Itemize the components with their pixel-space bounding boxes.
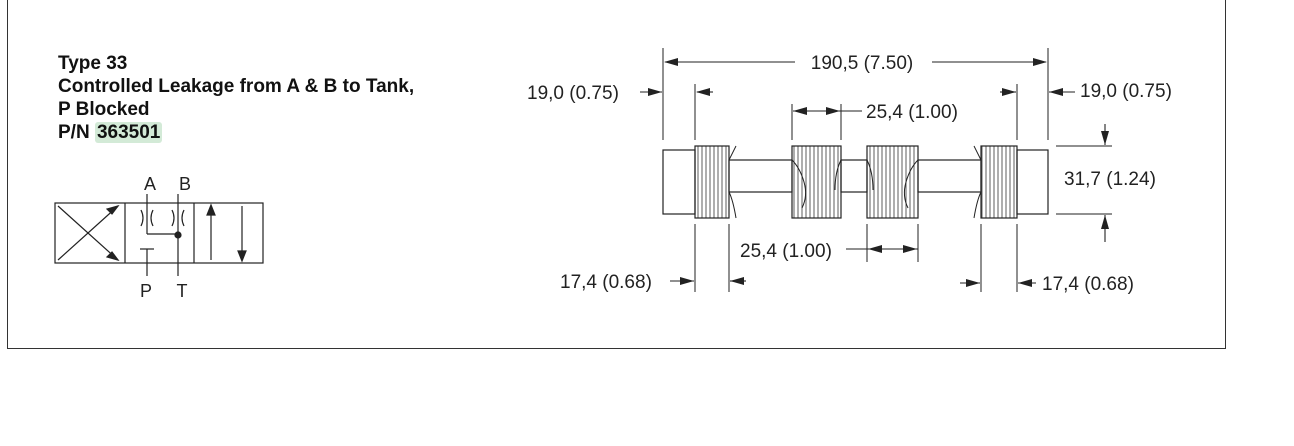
- dim-land-bottom-arrow-right: [903, 245, 917, 253]
- orifice-b-left: [171, 209, 175, 227]
- parallel-flow-arrowhead-down: [237, 250, 247, 263]
- part-number-value: 363501: [94, 122, 163, 143]
- dim-land-bottom-arrow-left: [868, 245, 882, 253]
- dim-end-left-arrow-a: [648, 88, 662, 96]
- junction-dot: [174, 231, 182, 239]
- spool-land-2: [791, 145, 842, 219]
- spool-type-label: Type 33: [58, 53, 128, 74]
- dim-groove-left-arrow-a: [680, 277, 694, 285]
- extension-lines: [662, 48, 1112, 292]
- dim-diameter: 31,7 (1.24): [1064, 169, 1156, 190]
- orifice-a-left: [140, 209, 144, 227]
- dim-overall-length: 190,5 (7.50): [811, 53, 913, 74]
- part-number-prefix: P/N: [58, 122, 90, 143]
- cross-flow-arrowhead-2: [105, 251, 120, 262]
- port-t-label: T: [177, 281, 188, 301]
- spool-neck-1: [728, 159, 793, 193]
- spool-title-block: Type 33 Controlled Leakage from A & B to…: [58, 52, 414, 144]
- dim-end-left-arrow-b: [696, 88, 710, 96]
- spool-neck-2: [840, 159, 868, 193]
- groove-fillets: [728, 145, 982, 219]
- spool-neck-3: [917, 159, 982, 193]
- port-b-label: B: [179, 174, 191, 194]
- part-number: P/N 363501: [58, 121, 414, 144]
- center-envelope: [140, 203, 185, 263]
- spool-end-left: [662, 149, 696, 215]
- dim-diameter-arrow-bottom: [1101, 215, 1109, 229]
- spool-land-4: [980, 145, 1018, 219]
- fillet-8: [973, 191, 982, 219]
- parallel-flow-arrowhead-up: [206, 203, 216, 216]
- dim-land-top-arrow-right: [826, 107, 840, 115]
- spool-end-right: [1016, 149, 1049, 215]
- dim-end-length-right: 19,0 (0.75): [1080, 81, 1172, 102]
- dimension-labels: 190,5 (7.50) 19,0 (0.75) 19,0 (0.75) 25,…: [527, 53, 1172, 295]
- crossed-flow-envelope: [57, 204, 120, 262]
- spool-body: [662, 145, 1049, 219]
- spool-land-1: [694, 145, 730, 219]
- fillet-7: [973, 145, 982, 161]
- dim-diameter-arrow-top: [1101, 131, 1109, 145]
- spool-land-3: [866, 145, 919, 219]
- valve-symbol: [54, 194, 264, 276]
- dimension-lines: [640, 58, 1109, 287]
- cross-flow-arrowhead-1: [105, 204, 120, 215]
- fillet-5: [866, 159, 874, 191]
- parallel-flow-envelope: [206, 203, 247, 263]
- fillet-1: [728, 145, 737, 161]
- port-p-label: P: [140, 281, 152, 301]
- fillet-2: [728, 191, 737, 219]
- dim-end-right-arrow-b: [1049, 88, 1063, 96]
- dim-overall-arrow-left: [664, 58, 678, 66]
- fillet-6: [903, 159, 919, 209]
- dim-groove-left-arrow-b: [730, 277, 744, 285]
- orifice-b-right: [181, 209, 185, 227]
- spool-description-line-2: P Blocked: [58, 99, 150, 120]
- orifice-a-right: [150, 209, 154, 227]
- dim-end-length-left: 19,0 (0.75): [527, 83, 619, 104]
- dim-overall-arrow-right: [1033, 58, 1047, 66]
- dim-end-right-arrow-a: [1002, 88, 1016, 96]
- valve-symbol-outline: [54, 202, 264, 264]
- dim-groove-right: 17,4 (0.68): [1042, 274, 1134, 295]
- dim-groove-right-arrow-a: [966, 279, 980, 287]
- dim-land-width-top: 25,4 (1.00): [866, 102, 958, 123]
- spool-description-line-1: Controlled Leakage from A & B to Tank,: [58, 76, 415, 97]
- dim-land-top-arrow-left: [793, 107, 807, 115]
- fillet-3: [791, 159, 807, 209]
- fillet-4: [834, 159, 842, 191]
- dim-groove-right-arrow-b: [1018, 279, 1032, 287]
- cross-flow-line-2: [57, 205, 119, 261]
- port-a-label: A: [144, 174, 156, 194]
- dim-groove-left: 17,4 (0.68): [560, 272, 652, 293]
- dim-land-width-bottom: 25,4 (1.00): [740, 241, 832, 262]
